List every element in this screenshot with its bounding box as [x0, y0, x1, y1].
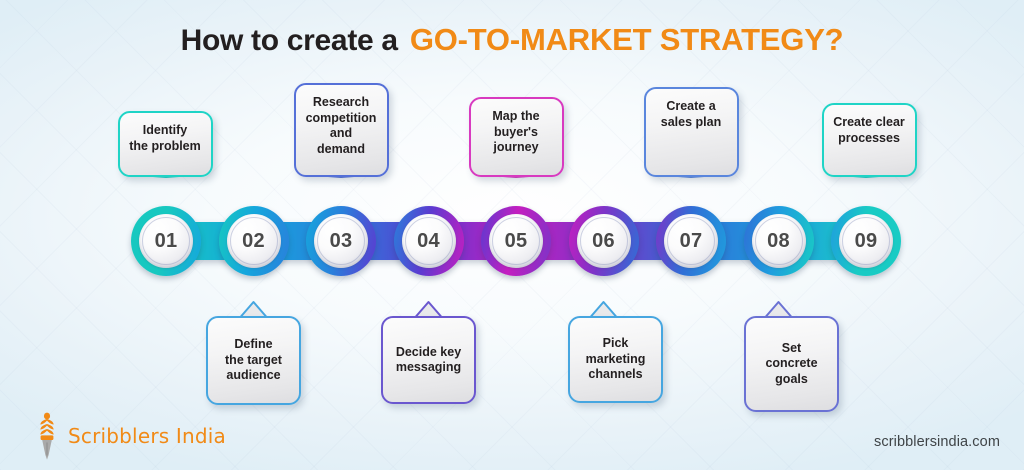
brand-logo[interactable]: Scribblers India	[34, 412, 226, 460]
callout-label: Map the buyer's journey	[492, 109, 540, 154]
step-ball	[139, 214, 193, 268]
step-node-04[interactable]: 04	[393, 206, 464, 276]
step-number: 05	[504, 229, 528, 252]
step-ball	[664, 214, 718, 268]
callout-box-01[interactable]: Identify the problem	[117, 111, 213, 177]
step-number: 02	[242, 229, 265, 252]
callout-box-03[interactable]: Research competition and demand	[293, 83, 389, 177]
step-ball	[576, 214, 631, 268]
step-node-06[interactable]: 06	[568, 206, 639, 276]
step-number: 04	[417, 229, 440, 252]
callout-box-06[interactable]: Pick marketing channels	[568, 316, 663, 403]
callout-label: Pick marketing channels	[585, 336, 646, 382]
callout-label: Decide key messaging	[395, 344, 462, 375]
step-node-02[interactable]: 02	[218, 206, 289, 276]
step-number: 06	[592, 229, 615, 252]
step-node-08[interactable]: 08	[743, 206, 814, 276]
step-node-03[interactable]: 03	[306, 206, 376, 276]
callout-box-09[interactable]: Create clear processes	[821, 103, 917, 177]
callout-box-04[interactable]: Decide key messaging	[381, 316, 476, 404]
callout-box-08[interactable]: Set concrete goals	[744, 316, 839, 412]
step-ball	[839, 214, 893, 268]
quill-pen-icon	[40, 412, 54, 460]
title-lead: How to create a	[180, 24, 399, 57]
step-ball	[314, 214, 368, 268]
title-highlight: GO-TO-MARKET STRATEGY?	[409, 22, 844, 57]
step-ball	[401, 214, 456, 268]
callout-box-07[interactable]: Create a sales plan	[643, 87, 739, 177]
step-number: 09	[854, 229, 878, 252]
step-number: 07	[679, 229, 703, 252]
callout-box-02[interactable]: Define the target audience	[206, 316, 301, 405]
brand-name: Scribblers India	[68, 424, 227, 448]
callout-label: Identify the problem	[129, 123, 201, 153]
step-number: 03	[329, 229, 353, 252]
step-ball	[489, 214, 543, 268]
step-number: 08	[767, 229, 790, 252]
callout-label: Set concrete goals	[765, 340, 818, 386]
callout-label: Create a sales plan	[660, 99, 722, 129]
step-node-09[interactable]: 09	[831, 206, 901, 276]
site-url[interactable]: scribblersindia.com	[874, 434, 1000, 450]
page-title: How to create a GO-TO-MARKET STRATEGY?	[0, 22, 1024, 58]
step-node-07[interactable]: 07	[656, 206, 726, 276]
step-ball	[751, 214, 806, 268]
callout-label: Create clear processes	[833, 115, 905, 145]
step-number: 01	[154, 229, 178, 252]
step-node-01[interactable]: 01	[131, 206, 201, 276]
step-ball	[226, 214, 281, 268]
callout-box-05[interactable]: Map the buyer's journey	[468, 97, 564, 177]
callout-label: Define the target audience	[225, 337, 282, 383]
callout-label: Research competition and demand	[305, 95, 377, 156]
step-node-05[interactable]: 05	[481, 206, 551, 276]
